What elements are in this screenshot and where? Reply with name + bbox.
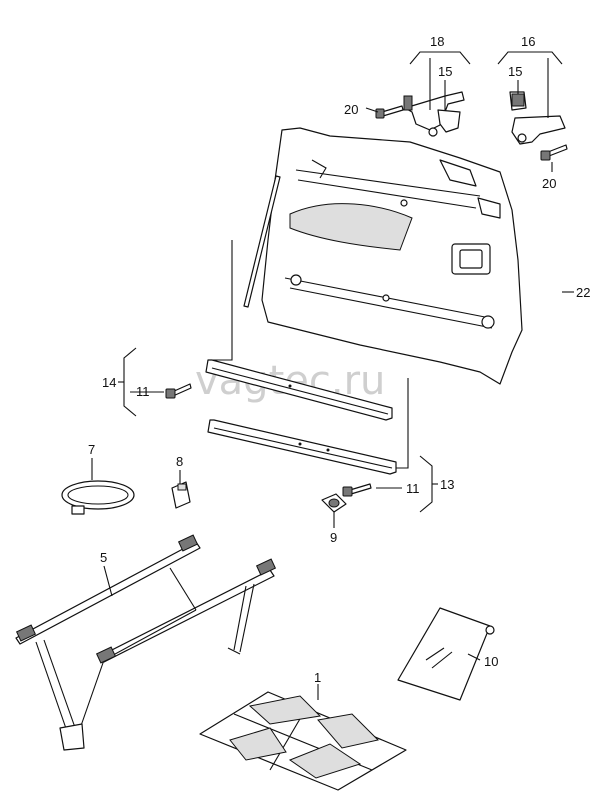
- callout-14: 14: [102, 375, 116, 390]
- callout-20-right: 20: [542, 176, 556, 191]
- clip-8: [171, 481, 191, 509]
- storage-bag-10: [397, 607, 495, 701]
- callout-20-left: 20: [344, 102, 358, 117]
- strut-rod: [243, 175, 281, 308]
- callout-16: 16: [521, 34, 535, 49]
- callout-7: 7: [88, 442, 95, 457]
- cargo-net-5: [15, 534, 277, 751]
- strap-7: [61, 480, 135, 515]
- callout-8: 8: [176, 454, 183, 469]
- grommet-9: [321, 493, 347, 513]
- callout-18: 18: [430, 34, 444, 49]
- callout-11-left: 11: [136, 384, 150, 399]
- callout-22: 22: [576, 285, 590, 300]
- screw-11-right: [342, 483, 372, 497]
- floor-net-1: [199, 691, 407, 791]
- callout-13: 13: [440, 477, 454, 492]
- side-trim-panel: [261, 127, 523, 385]
- callout-15-left: 15: [438, 64, 452, 79]
- leader-14: [212, 240, 233, 361]
- bracket-16: [509, 91, 566, 145]
- leader-13: [390, 378, 409, 469]
- bolt-20-left: [375, 105, 404, 119]
- callout-10: 10: [484, 654, 498, 669]
- bracket-18: [403, 91, 465, 137]
- callout-11-right: 11: [406, 481, 420, 496]
- callout-1: 1: [314, 670, 321, 685]
- callout-9: 9: [330, 530, 337, 545]
- callout-5: 5: [100, 550, 107, 565]
- screw-11-left: [165, 383, 192, 399]
- bolt-20-right: [540, 144, 568, 161]
- callout-15-right: 15: [508, 64, 522, 79]
- callout-brackets: [91, 51, 574, 700]
- rail-13: [207, 419, 397, 475]
- rail-14: [205, 359, 393, 421]
